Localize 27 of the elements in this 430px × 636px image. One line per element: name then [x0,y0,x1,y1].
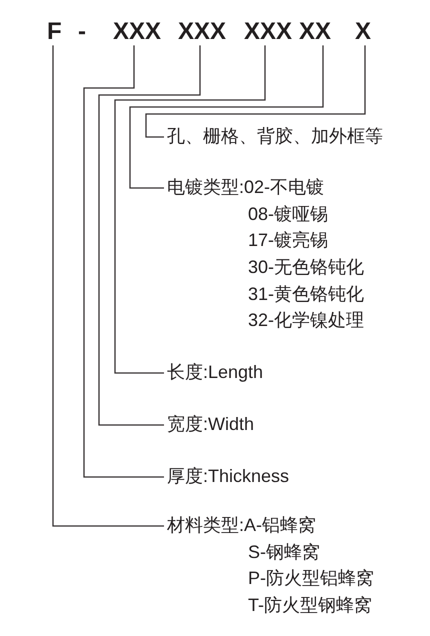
code-label: X [355,19,372,46]
separator-label: - [78,19,86,46]
leader-line [114,45,266,374]
option-text: T-防火型钢蜂窝 [248,594,372,617]
description-text: 厚度:Thickness [167,466,290,488]
code-label: XX [299,19,332,46]
leader-line [145,45,366,138]
description-text: 电镀类型:02-不电镀 [167,177,324,199]
code-label: F [47,19,62,46]
option-text: P-防火型铝蜂窝 [248,568,374,590]
option-text: 31-黄色铬钝化 [248,284,364,306]
description-text: 长度:Length [167,362,264,384]
option-text: 17-镀亮锡 [248,230,328,252]
code-label: XXX [178,19,226,46]
option-text: 08-镀哑锡 [248,204,328,226]
option-text: 30-无色铬钝化 [248,256,364,279]
description-text: 材料类型:A-铝蜂窝 [167,515,316,537]
leader-line [129,45,324,189]
leader-line [83,45,164,478]
code-label: XXX [244,19,292,46]
description-text: 孔、栅格、背胶、加外框等 [167,126,383,148]
option-text: S-钢蜂窝 [248,542,320,564]
code-label: XXX [113,19,162,46]
leader-line [52,45,164,527]
description-text: 宽度:Width [167,414,254,436]
leader-line [98,45,201,426]
option-text: 32-化学镍处理 [248,310,364,332]
